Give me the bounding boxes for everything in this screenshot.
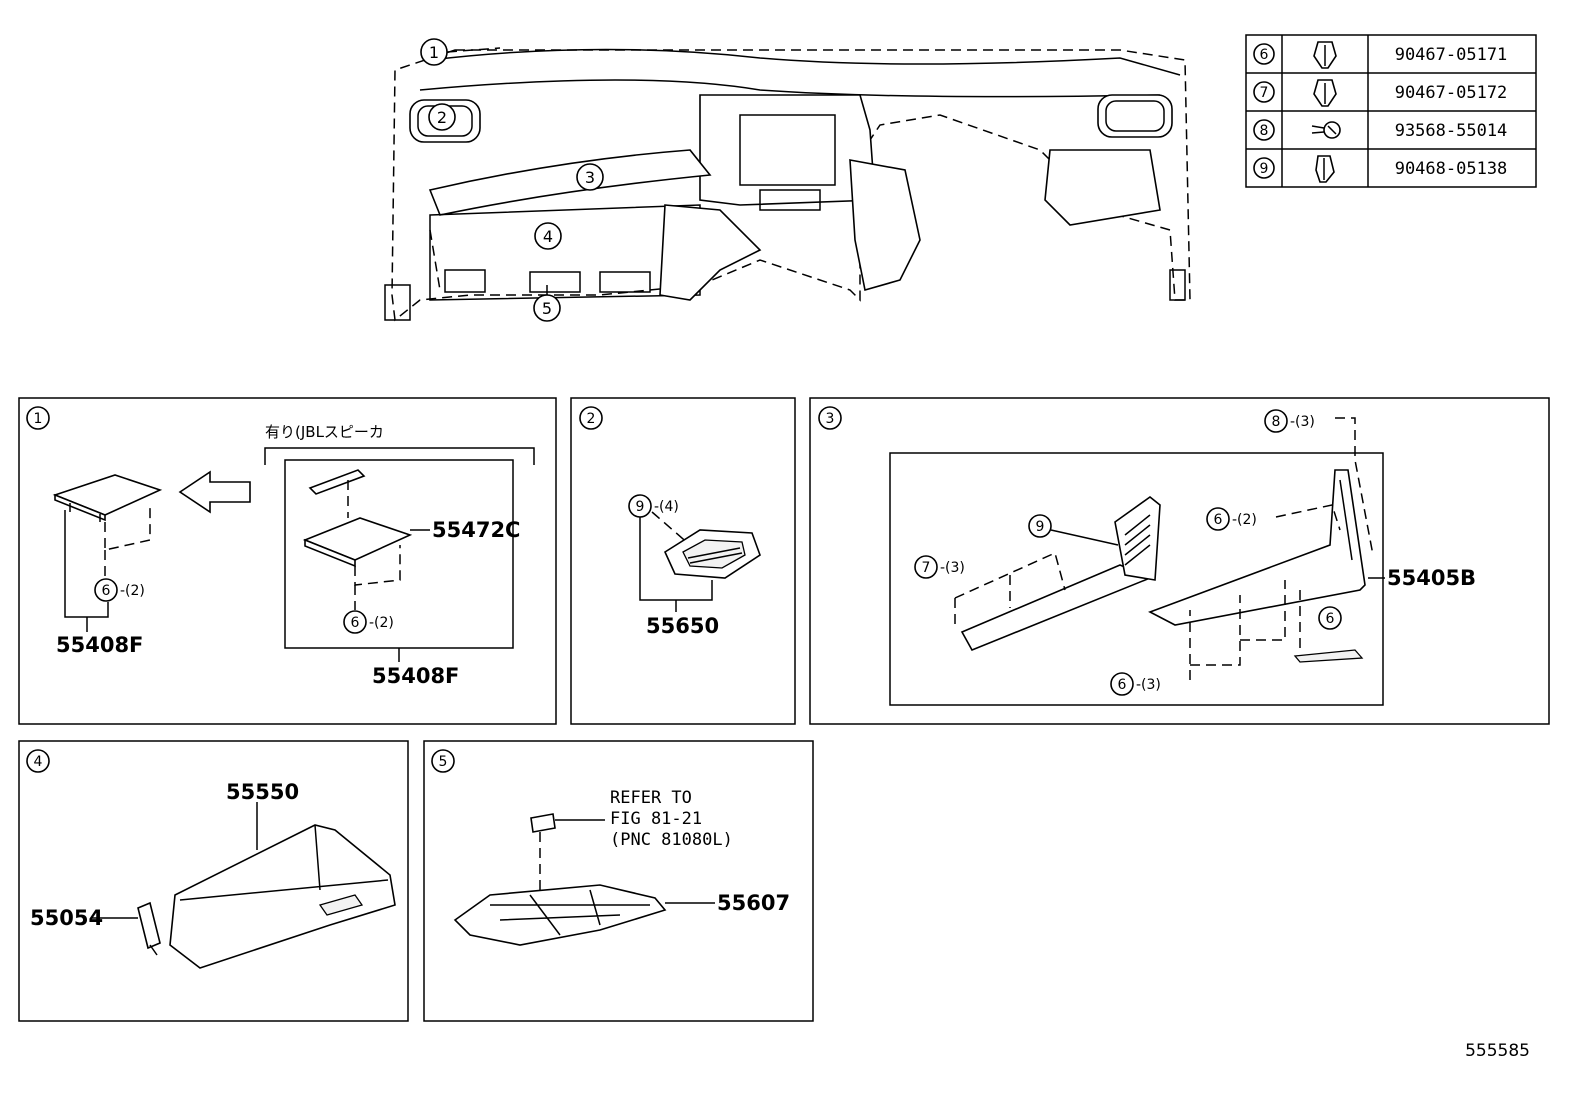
svg-text:-(2): -(2) [120, 583, 145, 599]
svg-text:3: 3 [826, 411, 835, 427]
speaker-grille-strip [308, 469, 366, 495]
svg-text:55607: 55607 [717, 891, 790, 915]
connector-part [530, 813, 556, 833]
svg-text:55408F: 55408F [372, 664, 459, 688]
svg-text:5: 5 [542, 299, 552, 318]
svg-text:REFER TO: REFER TO [610, 788, 692, 808]
callout-1: 1 [420, 38, 501, 66]
svg-text:-(3): -(3) [1290, 414, 1315, 430]
svg-text:6: 6 [102, 583, 111, 599]
fastener-table: 6 90467-05171 7 90467-05172 8 [1245, 34, 1537, 188]
clip-icon [1313, 41, 1337, 69]
center-cluster-shape [699, 94, 876, 206]
clip-icon [1313, 79, 1337, 107]
svg-text:6: 6 [1326, 611, 1335, 627]
svg-text:(PNC 81080L): (PNC 81080L) [610, 830, 733, 850]
svg-text:-(2): -(2) [369, 615, 394, 631]
svg-text:9: 9 [1036, 519, 1045, 535]
svg-text:9: 9 [1260, 161, 1269, 177]
svg-text:55550: 55550 [226, 780, 299, 804]
svg-text:有り(JBLスピーカ: 有り(JBLスピーカ [265, 423, 384, 441]
svg-text:55408F: 55408F [56, 633, 143, 657]
glove-box [169, 824, 396, 969]
panel-5: 5 REFER TO FIG 81-21 (PNC 81080L) 55607 [423, 740, 814, 1022]
svg-text:93568-55014: 93568-55014 [1395, 121, 1508, 141]
center-right-bracket-shape [849, 159, 921, 292]
svg-text:6: 6 [1118, 677, 1127, 693]
under-cover-panel [453, 884, 667, 946]
upper-trim-shape [428, 149, 712, 216]
svg-text:8: 8 [1260, 123, 1269, 139]
svg-text:55650: 55650 [646, 614, 719, 638]
glove-box-damper [137, 901, 161, 956]
panel-2: 2 9 -(4) 55650 [570, 397, 796, 725]
svg-text:-(3): -(3) [1136, 677, 1161, 693]
fastener-row-7: 7 90467-05172 [1253, 79, 1508, 107]
side-vent-part [663, 529, 761, 579]
svg-text:FIG 81-21: FIG 81-21 [610, 809, 702, 829]
direction-arrow-icon [178, 470, 251, 514]
svg-text:90467-05171: 90467-05171 [1395, 45, 1508, 65]
svg-text:7: 7 [922, 560, 931, 576]
svg-text:1: 1 [34, 411, 43, 427]
callout-4: 4 [534, 222, 562, 250]
callout-3: 3 [576, 163, 604, 191]
svg-text:55472C: 55472C [432, 518, 520, 542]
svg-text:6: 6 [1214, 512, 1223, 528]
svg-text:7: 7 [1260, 85, 1269, 101]
dashboard-overview: 1 2 3 4 5 [384, 38, 1191, 322]
figure-id: 555585 [1465, 1041, 1530, 1061]
glove-box-handle [318, 894, 364, 916]
trim-clip-bar [1293, 649, 1364, 663]
svg-text:1: 1 [429, 43, 439, 62]
panel-1: 1 6 -(2) 55408F 有り(JBLスピーカ 55472C [18, 397, 557, 725]
svg-text:55405B: 55405B [1387, 566, 1476, 590]
center-lower-shape [659, 204, 762, 301]
svg-text:55054: 55054 [30, 906, 103, 930]
speaker-cover-inner [302, 517, 413, 568]
svg-text:-(4): -(4) [654, 499, 679, 515]
svg-text:4: 4 [34, 754, 43, 770]
svg-text:2: 2 [437, 108, 447, 127]
right-lower-shape [1044, 149, 1161, 226]
panel-3: 3 8 -(3) 9 7 -(3) 6 -(2) 55405B [809, 397, 1550, 725]
clip-icon [1315, 155, 1335, 183]
fastener-row-8: 8 93568-55014 [1253, 119, 1508, 141]
svg-text:6: 6 [1260, 47, 1269, 63]
callout-5: 5 [533, 280, 561, 322]
svg-text:3: 3 [585, 168, 595, 187]
right-vent-shape [1097, 94, 1173, 138]
fastener-row-6: 6 90467-05171 [1253, 41, 1508, 69]
screw-icon [1311, 121, 1341, 139]
svg-text:9: 9 [636, 499, 645, 515]
callout-2: 2 [428, 103, 456, 131]
speaker-cover-left [52, 474, 163, 522]
trim-strip-left [960, 495, 1161, 652]
svg-text:8: 8 [1272, 414, 1281, 430]
svg-text:-(2): -(2) [1232, 512, 1257, 528]
fastener-row-9: 9 90468-05138 [1253, 155, 1508, 183]
svg-text:4: 4 [543, 227, 553, 246]
svg-text:6: 6 [351, 615, 360, 631]
svg-text:5: 5 [439, 754, 448, 770]
trim-panel-right [1148, 469, 1366, 626]
svg-text:90468-05138: 90468-05138 [1395, 159, 1508, 179]
svg-text:2: 2 [587, 411, 596, 427]
panel-4: 4 55550 55054 [18, 740, 409, 1022]
svg-text:-(3): -(3) [940, 560, 965, 576]
svg-text:90467-05172: 90467-05172 [1395, 83, 1508, 103]
